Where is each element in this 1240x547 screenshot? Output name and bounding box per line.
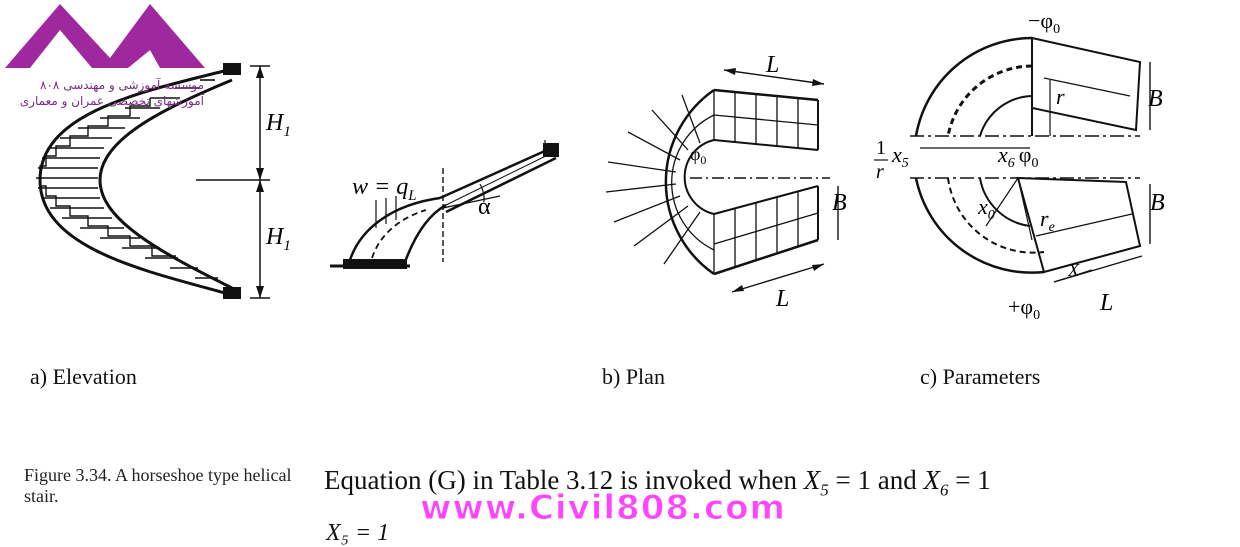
parameters-drawing <box>910 36 1151 283</box>
plan-L-bottom: L <box>775 286 789 312</box>
h1-bottom-label: H1 <box>265 224 291 254</box>
B-bottom-label: B <box>1150 190 1165 216</box>
plan-B-label: B <box>832 190 847 216</box>
X-label: X <box>1067 260 1080 280</box>
figure-caption: Figure 3.34. A horseshoe type helical st… <box>24 465 292 506</box>
logo-text-line1: موسسه آموزشی و مهندسی ۸۰۸ <box>40 78 204 92</box>
civil808-watermark: www.Civil808.com <box>420 488 786 529</box>
elevation-drawing <box>36 63 270 299</box>
B-top-label: B <box>1148 86 1163 112</box>
L-label: L <box>1099 290 1113 316</box>
one-over-r-den: r <box>876 161 884 183</box>
caption-parameters: c) Parameters <box>920 364 1041 389</box>
body-text-next-line: X₅ = 1 <box>326 520 390 546</box>
pos-phi0-label: +φ0 <box>1008 294 1040 323</box>
plan-L-top: L <box>765 52 779 78</box>
caption-elevation: a) Elevation <box>30 364 137 389</box>
plan-phi-label: φ0 <box>690 144 706 167</box>
x5-label: x5 <box>891 142 909 171</box>
r-label: r <box>1056 84 1065 109</box>
plan-drawing <box>605 68 839 293</box>
caption-plan: b) Plan <box>602 364 665 389</box>
figure-3-34: H1 H1 w = qL α <box>5 4 1165 323</box>
neg-phi0-label: −φ0 <box>1028 8 1060 37</box>
logo-text-line2: آموزشهای تخصصی عمران و معماری <box>19 94 204 108</box>
h1-top-label: H1 <box>265 110 291 140</box>
w-eq-qL-label: w = qL <box>352 174 417 204</box>
body-text-equation: Equation (G) in Table 3.12 is invoked wh… <box>324 465 991 500</box>
load-side-view <box>330 140 559 269</box>
one-over-r-num: 1 <box>876 137 886 159</box>
re-label: re <box>1040 206 1055 235</box>
x0-label: x0 <box>977 194 995 223</box>
alpha-label: α <box>478 194 491 220</box>
civil808-logo <box>5 4 205 68</box>
